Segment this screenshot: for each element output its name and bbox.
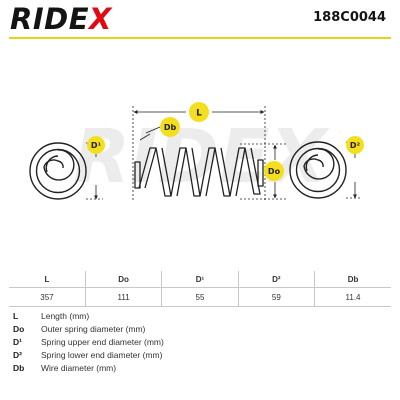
- legend-item: Do Outer spring diameter (mm): [13, 323, 164, 336]
- header-cell-upper-end-diameter: D¹: [161, 271, 239, 288]
- header: RIDEX 188C0044: [0, 0, 400, 36]
- upper-end-badge: [87, 136, 105, 154]
- header-cell-length: L: [9, 271, 86, 288]
- header-divider: [9, 37, 391, 39]
- upper-end-label: D¹: [91, 141, 102, 150]
- part-number: 188C0044: [313, 10, 386, 25]
- spring-side-view: [134, 147, 264, 197]
- legend-text: Length (mm): [41, 311, 90, 321]
- length-label: L: [196, 109, 202, 119]
- spec-header-row: L Do D¹ D² Db: [9, 271, 391, 288]
- legend-code: D¹: [13, 337, 22, 347]
- legend: L Length (mm) Do Outer spring diameter (mm…: [13, 310, 164, 375]
- length-dimension: [132, 106, 266, 200]
- legend-code: Do: [13, 324, 25, 334]
- outer-diameter-dimension: [240, 143, 286, 200]
- legend-code: D²: [13, 350, 22, 360]
- spring-diagram: RIDEX D¹ D²: [29, 102, 364, 200]
- upper-end-view: [29, 142, 87, 200]
- length-badge: [189, 102, 209, 122]
- value-cell-upper-end-diameter: 55: [161, 287, 239, 307]
- wire-label: Db: [164, 123, 177, 132]
- brand-x: X: [89, 2, 112, 36]
- lower-end-label: D²: [350, 141, 361, 150]
- outer-diameter-badge: [264, 161, 284, 181]
- legend-code: L: [13, 311, 19, 321]
- wire-dimension: [139, 126, 161, 141]
- header-cell-lower-end-diameter: D²: [237, 271, 315, 288]
- legend-text: Outer spring diameter (mm): [41, 324, 146, 334]
- legend-item: L Length (mm): [13, 310, 164, 323]
- spec-value-row: 357 111 55 59 11.4: [9, 287, 391, 307]
- spec-table: L Do D¹ D² Db 357 111 55 59 11.4: [9, 271, 391, 307]
- header-cell-wire-diameter: Db: [314, 271, 391, 288]
- legend-text: Spring lower end diameter (mm): [41, 350, 163, 360]
- lower-end-view: [289, 141, 347, 199]
- legend-code: Db: [13, 363, 25, 373]
- header-cell-outer-diameter: Do: [84, 271, 162, 288]
- brand-text: RIDE: [10, 2, 90, 36]
- brand-logo: RIDEX: [10, 2, 112, 36]
- value-cell-outer-diameter: 111: [84, 287, 162, 307]
- legend-item: Db Wire diameter (mm): [13, 362, 164, 375]
- outer-diameter-label: Do: [268, 167, 281, 176]
- legend-item: D¹ Spring upper end diameter (mm): [13, 336, 164, 349]
- wire-badge: [160, 117, 180, 137]
- value-cell-length: 357: [9, 287, 86, 307]
- legend-text: Spring upper end diameter (mm): [41, 337, 164, 347]
- legend-text: Wire diameter (mm): [41, 363, 117, 373]
- lower-end-badge: [346, 136, 364, 154]
- legend-item: D² Spring lower end diameter (mm): [13, 349, 164, 362]
- value-cell-wire-diameter: 11.4: [314, 287, 391, 307]
- value-cell-lower-end-diameter: 59: [237, 287, 315, 307]
